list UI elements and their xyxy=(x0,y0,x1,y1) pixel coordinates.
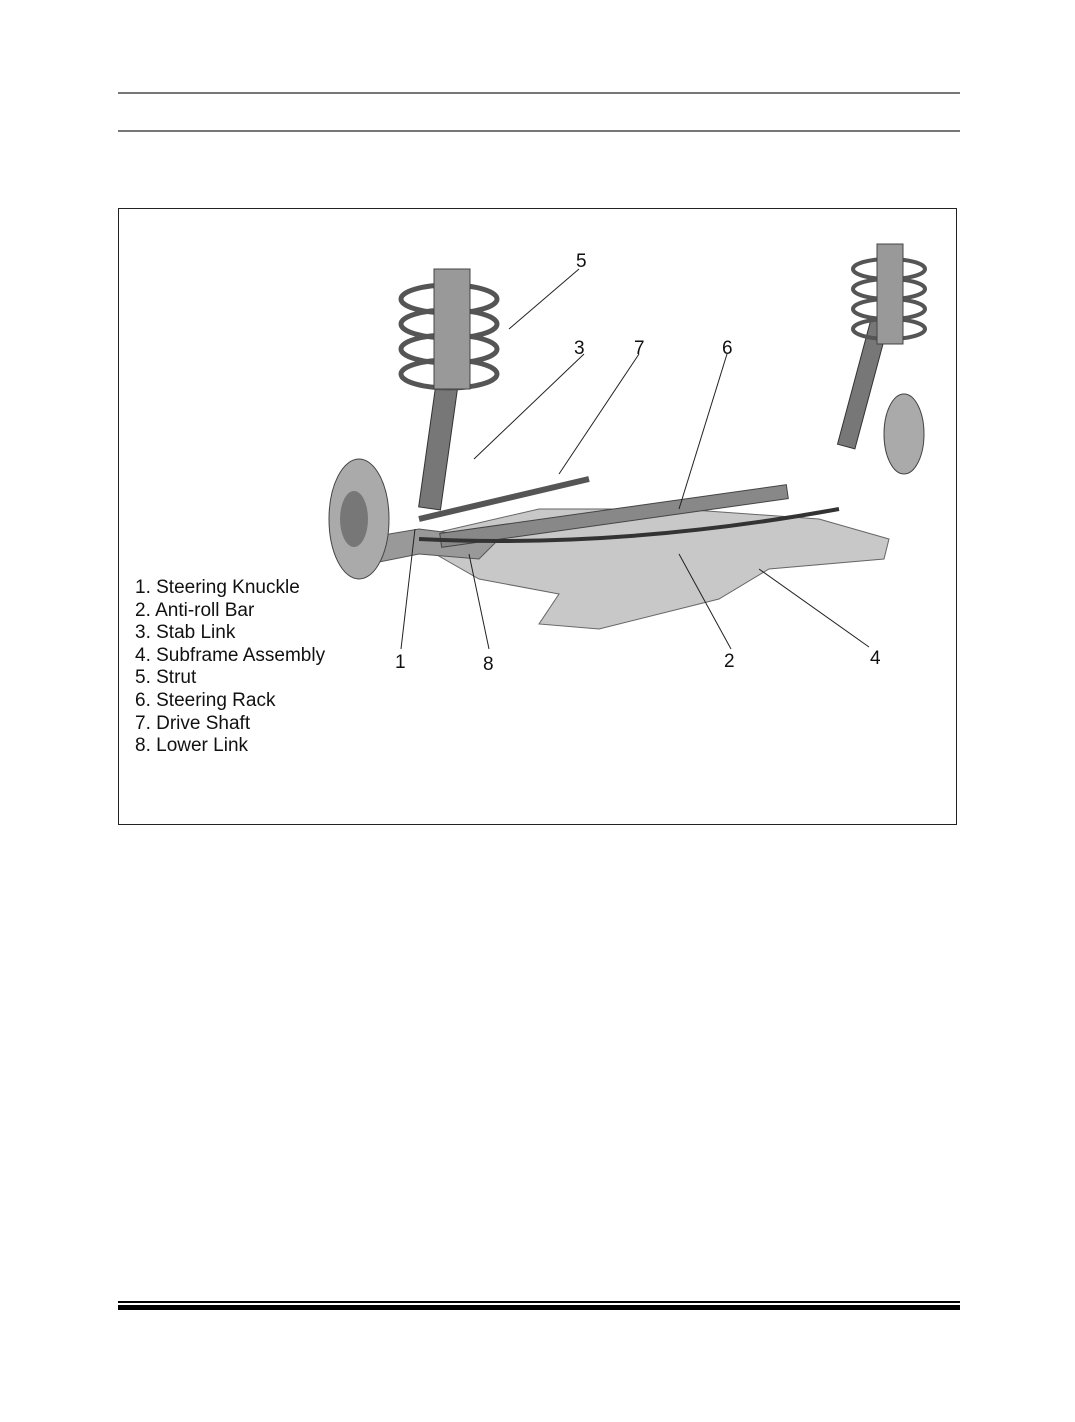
legend-item: 1. Steering Knuckle xyxy=(135,577,300,598)
callout-8: 8 xyxy=(483,654,494,675)
callout-4: 4 xyxy=(870,648,881,669)
front-suspension-illustration xyxy=(328,243,927,650)
legend-item: 8. Lower Link xyxy=(135,735,249,757)
callout-7: 7 xyxy=(634,338,645,359)
figure-legend: 1. Steering Knuckle 2. Anti-roll Bar 3. … xyxy=(135,577,325,758)
legend-item: 4. Subframe Assembly xyxy=(135,644,326,666)
legend-item: 7. Drive Shaft xyxy=(135,712,251,734)
header-rule-top xyxy=(118,92,960,94)
legend-item: 6. Steering Rack xyxy=(135,689,276,711)
callout-6: 6 xyxy=(722,338,733,359)
callout-5: 5 xyxy=(576,251,587,272)
footer-rule-thin xyxy=(118,1301,960,1303)
suspension-figure: 5 3 7 6 1 8 2 4 1. Steering Knuckle 2. A… xyxy=(118,208,957,825)
callout-3: 3 xyxy=(574,338,585,359)
legend-item: 2. Anti-roll Bar xyxy=(135,599,255,621)
callout-2: 2 xyxy=(724,651,735,672)
legend-item: 3. Stab Link xyxy=(135,622,236,644)
footer-rule-thick xyxy=(118,1305,960,1310)
callout-1: 1 xyxy=(395,652,406,673)
header-rule-bottom xyxy=(118,130,960,132)
legend-item: 5. Strut xyxy=(135,667,197,689)
